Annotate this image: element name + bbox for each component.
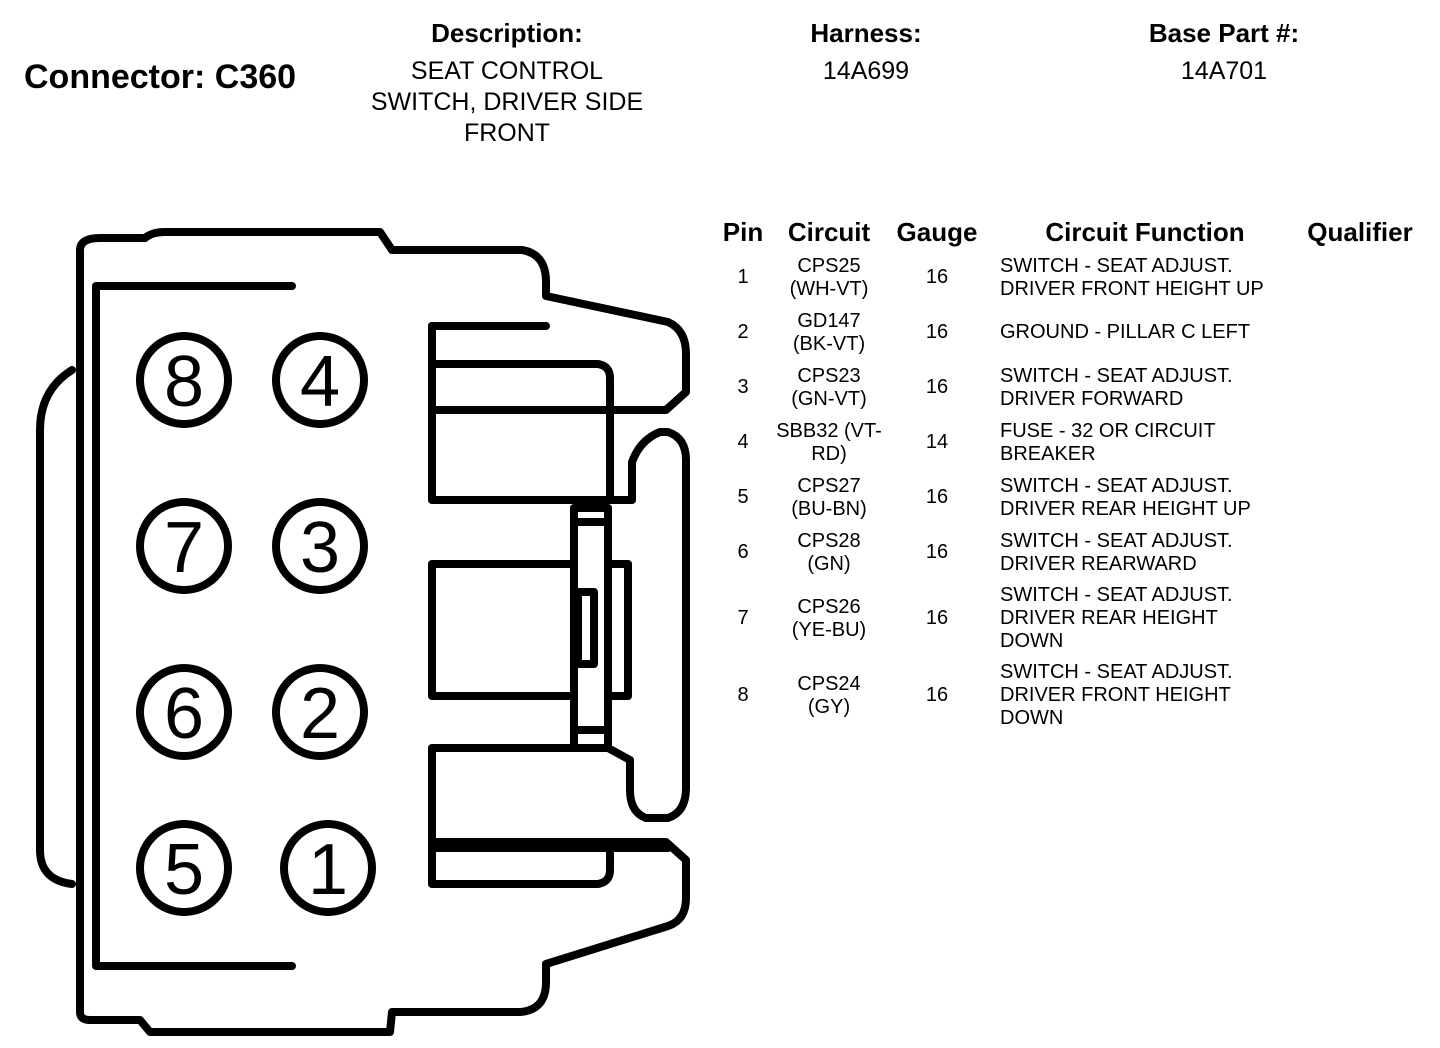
table-row: 7 CPS26(YE-BU) 16 SWITCH - SEAT ADJUST.DRIV… [712,580,1430,657]
pin-cavity-8 [136,332,232,428]
column-header-qualifier: Qualifier [1307,216,1413,247]
table-row: 8 CPS24(GY) 16 SWITCH - SEAT ADJUST.DRIVER … [712,657,1430,734]
table-row: 6 CPS28(GN) 16 SWITCH - SEAT ADJUST.DRIVER … [712,525,1430,580]
harness-label: Harness: [810,18,922,48]
description-line: SWITCH, DRIVER SIDE [370,88,644,116]
column-header-circuit-function: Circuit Function [1045,216,1245,247]
upper-slot [428,322,614,504]
cell-gauge: 16 [925,321,949,343]
connector-housing-outline [76,228,690,1036]
description-value: SEAT CONTROL SWITCH, DRIVER SIDE FRONT [340,56,674,149]
connector-face-diagram: 8 4 7 3 6 2 5 1 [36,228,690,1036]
cell-circuit-function: SWITCH - SEAT ADJUST.DRIVER FRONT HEIGHT… [1000,661,1233,729]
cell-circuit: SBB32 (VT-RD) [776,419,882,465]
pin-number-7: 7 [164,508,204,588]
cell-pin: 7 [737,607,749,629]
pin-number-8: 8 [164,342,204,422]
cell-circuit-function: SWITCH - SEAT ADJUST.DRIVER REAR HEIGHT … [1000,474,1251,520]
cell-circuit: GD147(BK-VT) [792,309,866,355]
center-block [428,560,578,700]
table-row: 2 GD147(BK-VT) 16 GROUND - PILLAR C LEFT [712,305,1430,360]
cell-gauge: 16 [925,684,949,706]
cell-circuit: CPS28(GN) [797,529,861,575]
description-line: SEAT CONTROL [410,57,604,85]
cell-circuit-function: SWITCH - SEAT ADJUST.DRIVER FRONT HEIGHT… [1000,254,1264,300]
cell-qualifier [1290,360,1430,415]
cell-gauge: 16 [925,376,949,398]
cell-gauge: 16 [925,607,949,629]
pin-cavity-4 [272,332,368,428]
pin-number-6: 6 [164,674,204,754]
cell-qualifier [1290,415,1430,470]
cell-circuit-function: SWITCH - SEAT ADJUST.DRIVER REARWARD [1000,529,1233,575]
pin-cavity-1 [280,820,376,916]
pin-number-1: 1 [308,830,348,910]
cell-circuit: CPS23(GN-VT) [791,364,867,410]
cell-qualifier [1290,580,1430,657]
left-latch [36,366,76,888]
lower-slot [428,744,614,888]
pin-number-3: 3 [300,508,340,588]
pin-number-4: 4 [300,342,340,422]
connector-title: Connector: C360 [24,58,297,96]
base-part-value: 14A701 [1180,57,1268,85]
cell-circuit: CPS24(GY) [797,672,861,718]
cell-pin: 2 [737,321,749,343]
column-header-gauge: Gauge [896,216,978,247]
table-row: 1 CPS25(WH-VT) 16 SWITCH - SEAT ADJUST.DRIV… [712,250,1430,305]
pin-cavity-3 [272,498,368,594]
cell-circuit-function: GROUND - PILLAR C LEFT [1000,321,1251,343]
cell-pin: 5 [737,486,749,508]
harness-value: 14A699 [822,57,910,85]
connector-inner-frame [92,282,296,970]
cell-qualifier [1290,470,1430,525]
cell-gauge: 14 [925,431,949,453]
cell-circuit: CPS26(YE-BU) [791,595,867,641]
table-row: 5 CPS27(BU-BN) 16 SWITCH - SEAT ADJUST.DRIV… [712,470,1430,525]
cell-pin: 3 [737,376,749,398]
cell-qualifier [1290,657,1430,734]
pin-cavity-7 [136,498,232,594]
cell-pin: 1 [737,266,749,288]
cell-circuit: CPS27(BU-BN) [791,474,867,520]
cell-gauge: 16 [925,541,949,563]
base-part-label: Base Part #: [1148,18,1300,48]
table-row: 3 CPS23(GN-VT) 16 SWITCH - SEAT ADJUST.DRIV… [712,360,1430,415]
pin-number-5: 5 [164,830,204,910]
pin-cavity-6 [136,664,232,760]
pin-cavity-5 [136,820,232,916]
cell-gauge: 16 [925,266,949,288]
cell-circuit-function: SWITCH - SEAT ADJUST.DRIVER FORWARD [1000,364,1233,410]
cell-circuit: CPS25(WH-VT) [789,254,869,300]
cell-qualifier [1290,305,1430,360]
pin-cavity-2 [272,664,368,760]
column-header-circuit: Circuit [787,216,871,247]
cell-pin: 4 [737,431,749,453]
pinout-table: Pin Circuit Gauge Circuit Function Quali… [712,214,1430,734]
table-header-row: Pin Circuit Gauge Circuit Function Quali… [712,214,1430,250]
cell-pin: 6 [737,541,749,563]
pin-number-2: 2 [300,674,340,754]
description-line: FRONT [463,119,551,147]
cell-gauge: 16 [925,486,949,508]
cell-qualifier [1290,525,1430,580]
cell-qualifier [1290,250,1430,305]
description-label: Description: [431,18,583,48]
cell-pin: 8 [737,684,749,706]
column-header-pin: Pin [722,216,764,247]
